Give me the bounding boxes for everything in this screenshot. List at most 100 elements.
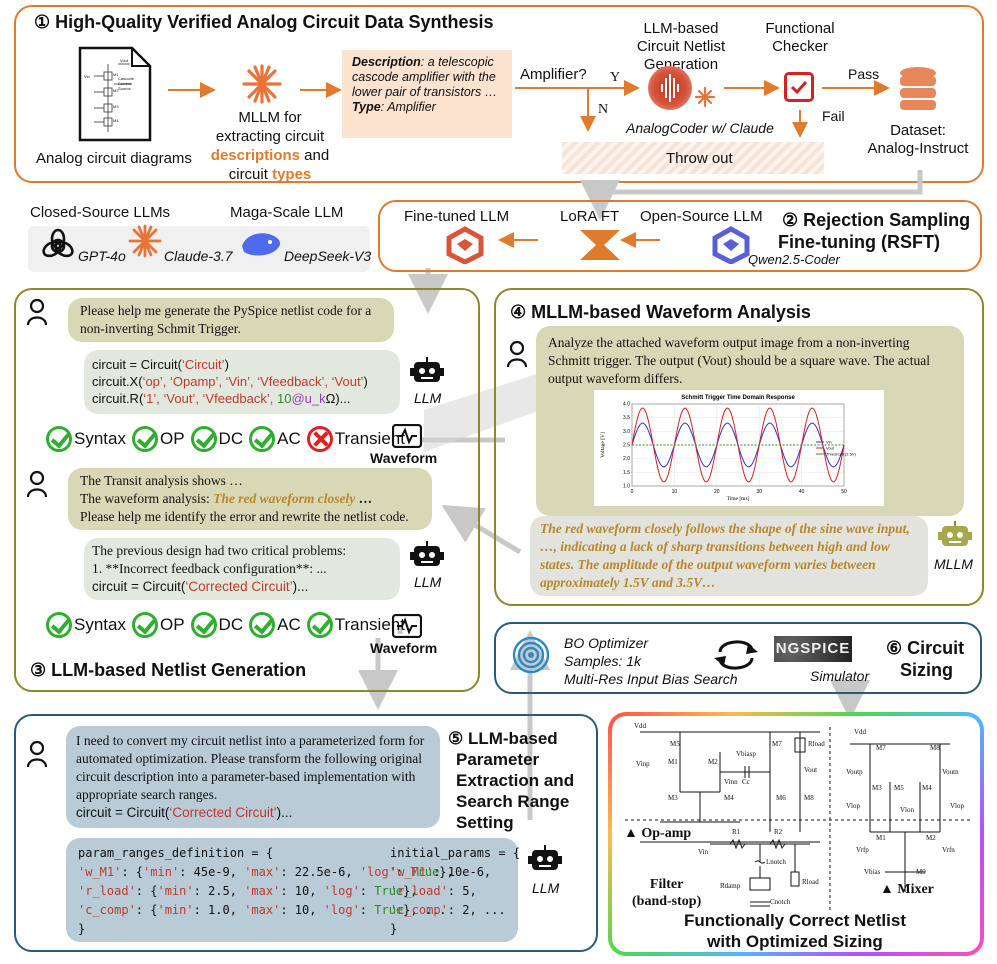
- deepseek-label: DeepSeek-V3: [284, 248, 372, 264]
- answer-l3a: circuit = Circuit(: [92, 579, 186, 594]
- section-5-panel: [14, 714, 598, 952]
- feedback-bubble: The Transit analysis shows … The wavefor…: [68, 468, 432, 530]
- lbl-rload: Rload: [808, 740, 825, 748]
- lbl-vbiasp: Vbiasp: [736, 750, 756, 758]
- generated-code-bubble: circuit = Circuit(‘Circuit’) circuit.X(‘…: [84, 350, 400, 414]
- analogcoder-icon: [648, 66, 692, 110]
- ac-label: AC: [277, 615, 301, 634]
- waveform-label-1: Waveform: [370, 450, 438, 466]
- answer-l3c: )...: [292, 579, 309, 594]
- netlist-prompt-text: Please help me generate the PySpice netl…: [80, 303, 372, 336]
- bo-optimizer-icon: [512, 636, 550, 674]
- range-3-key: 'c_comp': [78, 903, 136, 917]
- llm-label-1: LLM: [414, 390, 442, 406]
- lbl-m5: M5: [670, 740, 680, 748]
- lbl-m2: M2: [708, 758, 718, 766]
- code-l3d: @u_k: [291, 391, 326, 406]
- range-2-min-key: 'min': [157, 884, 194, 898]
- section-5-title-3: Extraction and: [456, 771, 575, 790]
- param-ranges-bubble: param_ranges_definition = { 'w_M1': {'mi…: [66, 838, 518, 942]
- range-2-open: : {: [135, 884, 158, 898]
- lbl-m3-mixer: M3: [872, 784, 882, 792]
- lbl-cc: Cc: [742, 778, 750, 786]
- feedback-line-2: The waveform analysis: The red waveform …: [80, 490, 420, 508]
- caption-line-2: with Optimized Sizing: [707, 932, 883, 951]
- range-2-true: True: [374, 884, 404, 898]
- transient-label: Transient: [334, 615, 405, 634]
- lbl-vinn: Vinn: [724, 778, 738, 786]
- section-1-panel: [14, 5, 984, 183]
- init-line-1: 'w_M1': 10e-6,: [390, 863, 520, 882]
- yes-label: Y: [610, 70, 621, 85]
- circuit-schematics: [625, 727, 970, 912]
- lbl-m7-mixer: M7: [876, 744, 886, 752]
- range-1-true: True: [410, 865, 440, 879]
- syntax-label: Syntax: [74, 615, 126, 634]
- rsft-title-line2: Fine-tuning (RSFT): [778, 232, 940, 252]
- range-1-min-key: 'min': [143, 865, 180, 879]
- section-5-title-4: Search Range: [456, 792, 570, 811]
- syntax-label: Syntax: [74, 429, 126, 448]
- check-icon: [249, 612, 276, 638]
- qwen-label: Qwen2.5-Coder: [748, 252, 840, 267]
- legend-label-0: Vin: [826, 440, 832, 445]
- description-box: Description: a telescopic cascode amplif…: [342, 50, 512, 138]
- mllm-answer-text: The red waveform closely follows the sha…: [540, 521, 910, 590]
- checker-icon: [784, 72, 814, 102]
- dataset-line2: Analog-Instruct: [867, 140, 969, 157]
- range-line-3: 'c_comp': {'min': 1.0, 'max': 10, 'log':…: [78, 901, 506, 920]
- lbl-cnotch: Cnotch: [770, 898, 791, 906]
- range-3-min-key: 'min': [157, 903, 194, 917]
- corrected-code-bubble: The previous design had two critical pro…: [84, 538, 400, 600]
- robot-icon: [938, 521, 972, 546]
- init-head: initial_params = {: [390, 846, 521, 860]
- loop-arrows-icon: [714, 640, 758, 670]
- mega-scale-label: Maga-Scale LLM: [230, 204, 344, 221]
- schematic-labels: Vdd M5 M7 Vbiasp Rload Vinp Vinn M1 M2 C…: [620, 722, 976, 916]
- lbl-m5-mixer: M5: [894, 784, 904, 792]
- initial-params-block: initial_params = { 'w_M1': 10e-6, 'r_loa…: [390, 844, 520, 939]
- rsft-title-line1: ② Rejection Sampling: [782, 210, 971, 230]
- range-3-min: : 1.0,: [193, 903, 245, 917]
- dataset-label: Dataset: Analog-Instruct: [866, 122, 970, 158]
- x-tick-label: 10: [672, 489, 678, 495]
- range-3-max-key: 'max': [244, 903, 281, 917]
- y-tick-label: 3.5: [623, 415, 630, 421]
- range-1-key: 'w_M1': [78, 865, 122, 879]
- param-prompt-text: I need to convert my circuit netlist int…: [76, 733, 425, 802]
- feedback-line-3: Please help me identify the error and re…: [80, 509, 409, 524]
- legend-label-1: Vout: [826, 446, 835, 451]
- deepseek-whale-icon: [242, 233, 281, 256]
- lbl-m3: M3: [668, 794, 678, 802]
- waveform-prompt-text: Analyze the attached waveform output ima…: [548, 335, 931, 386]
- ngspice-logo: NGSPICE: [774, 636, 852, 662]
- section-3-panel: [14, 288, 480, 692]
- mini-m3-label: M3: [113, 104, 119, 109]
- description-key: Description: [352, 55, 421, 69]
- lbl-lnotch: Lnotch: [766, 858, 786, 866]
- check-icon: [306, 612, 333, 638]
- param-prompt-bubble: I need to convert my circuit netlist int…: [66, 726, 440, 828]
- waveform-label-2: Waveform: [370, 640, 438, 656]
- check-icon: [46, 426, 72, 452]
- user-icon: [26, 298, 48, 326]
- feedback-l2a: The waveform analysis:: [80, 491, 214, 506]
- lbl-voutn: Voutn: [942, 768, 959, 776]
- diagram-label: Analog circuit diagrams: [36, 150, 192, 167]
- y-tick-label: 2.0: [623, 456, 630, 462]
- lbl-vrfp: Vrfp: [856, 846, 869, 854]
- code-l3e: Ω)...: [325, 391, 351, 406]
- filter-line-2: (band-stop): [632, 894, 702, 909]
- init-1-val: : 10e-6,: [433, 865, 492, 879]
- llm-label-3: LLM: [532, 880, 560, 896]
- code-l2b: ‘op’, ‘Opamp’, ‘Vin’, ‘Vfeedback’, ‘Vout…: [142, 374, 364, 389]
- openai-icon: [42, 228, 74, 258]
- claude-small-icon: [694, 86, 716, 108]
- answer-line-2: 1. **Incorrect feedback configuration**:…: [92, 561, 327, 576]
- lbl-m4: M4: [724, 794, 734, 802]
- waveform-glyph-icon: [661, 74, 679, 102]
- mixer-label: ▲ Mixer: [880, 882, 934, 897]
- section-3-title: ③ LLM-based Netlist Generation: [30, 660, 307, 680]
